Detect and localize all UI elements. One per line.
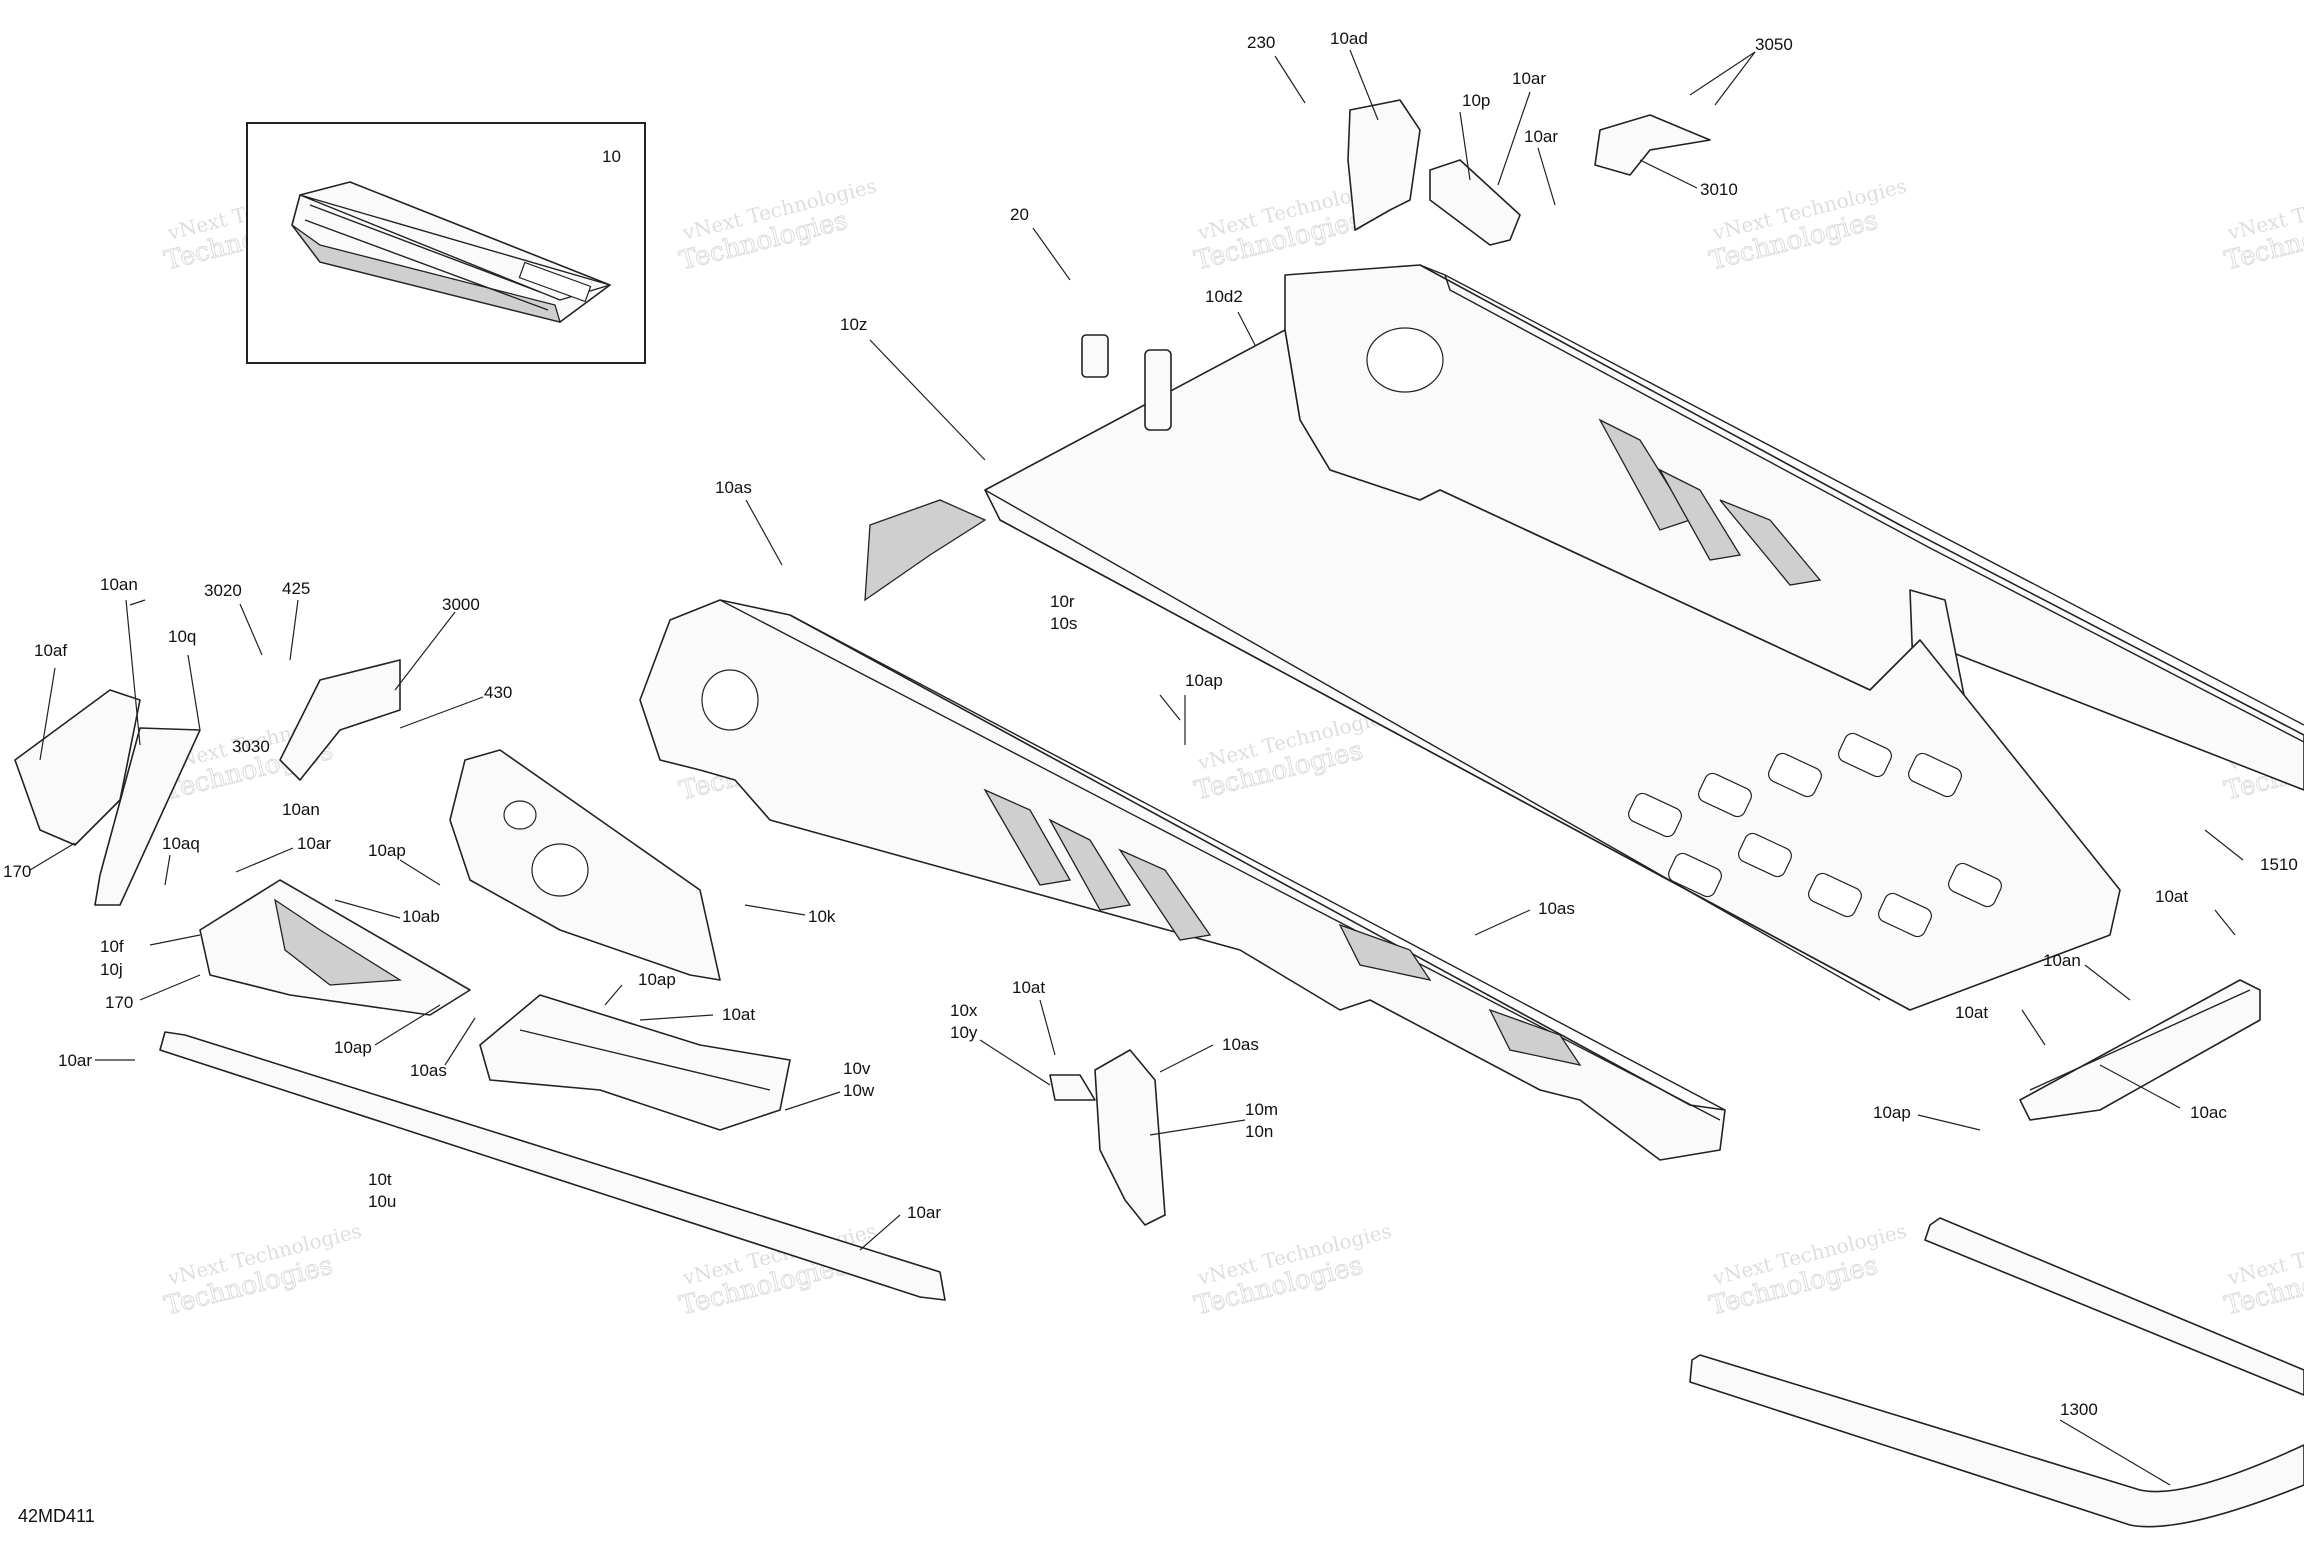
- callout: 10ab: [402, 907, 440, 926]
- callout: 10an: [2043, 951, 2081, 970]
- callout: 430: [484, 683, 512, 702]
- callout: 3020: [204, 581, 242, 600]
- callout: 3010: [1700, 180, 1738, 199]
- callout: 10ap: [1185, 671, 1223, 690]
- callout: 10r: [1050, 592, 1075, 611]
- part-bumper-rails: [1689, 1217, 2304, 1528]
- callout: 170: [3, 862, 31, 881]
- tunnel-cutouts: [1628, 732, 2002, 938]
- part-slide-rail-left: [159, 1031, 946, 1301]
- callout: 10af: [34, 641, 67, 660]
- callout: 10n: [1245, 1122, 1273, 1141]
- watermark: vNext Technologies Technologies: [2221, 174, 2304, 277]
- watermark: vNext Technologies Technologies: [161, 1219, 364, 1322]
- part-rear-bracket: [199, 879, 471, 1016]
- watermark: vNext Technologies Technologies: [1706, 1219, 1909, 1322]
- callout: 20: [1010, 205, 1029, 224]
- callout: 10ac: [2190, 1103, 2227, 1122]
- callout: 10at: [722, 1005, 755, 1024]
- callout: 10j: [100, 960, 123, 979]
- callout: 10an: [282, 800, 320, 819]
- callout: 3000: [442, 595, 480, 614]
- callout-labels: 230 10ad 10ar 3050 10p 10ar 3010 20 10z …: [3, 29, 2298, 1419]
- part-left-tunnel-side: [639, 599, 1726, 1161]
- callout: 10ap: [334, 1038, 372, 1057]
- callout: 10ar: [297, 834, 331, 853]
- callout: 10aq: [162, 834, 200, 853]
- callout: 10as: [1538, 899, 1575, 918]
- callout: 10ar: [1524, 127, 1558, 146]
- part-upper-bracket: [279, 659, 401, 781]
- callout: 10q: [168, 627, 196, 646]
- part-cross-brace: [479, 994, 791, 1131]
- callout: 10as: [1222, 1035, 1259, 1054]
- inset-label: 10: [602, 147, 621, 166]
- part-tunnel-top: [864, 329, 2121, 1011]
- callout: 10v: [843, 1059, 871, 1078]
- callout: 10s: [1050, 614, 1077, 633]
- callout: 10ad: [1330, 29, 1368, 48]
- callout: 425: [282, 579, 310, 598]
- callout: 10ap: [1873, 1103, 1911, 1122]
- callout: 10u: [368, 1192, 396, 1211]
- callout: 230: [1247, 33, 1275, 52]
- part-mount-bracket: [1049, 1049, 1166, 1226]
- callout: 10t: [368, 1170, 392, 1189]
- callout: 10x: [950, 1001, 978, 1020]
- diagram-code: 42MD411: [18, 1506, 95, 1526]
- callout: 10at: [1955, 1003, 1988, 1022]
- part-small-brackets: [1347, 99, 1711, 246]
- callout: 10ar: [1512, 69, 1546, 88]
- callout: 10an: [100, 575, 138, 594]
- watermark: vNext Technologies Technologies: [2221, 1219, 2304, 1322]
- callout: 10ar: [907, 1203, 941, 1222]
- part-front-bracket-left: [14, 689, 201, 906]
- callout: 10f: [100, 937, 124, 956]
- callout: 10ap: [368, 841, 406, 860]
- callout: 3050: [1755, 35, 1793, 54]
- callout: 3030: [232, 737, 270, 756]
- callout: 10at: [2155, 887, 2188, 906]
- callout: 10p: [1462, 91, 1490, 110]
- part-rear-cross-bracket: [2019, 979, 2261, 1121]
- callout: 1510: [2260, 855, 2298, 874]
- callout: 10at: [1012, 978, 1045, 997]
- callout: 10ar: [58, 1051, 92, 1070]
- callout: 10as: [410, 1061, 447, 1080]
- callout: 1300: [2060, 1400, 2098, 1419]
- callout: 10w: [843, 1081, 875, 1100]
- inset-assembly: 10: [246, 122, 646, 364]
- part-inner-plate: [449, 749, 721, 981]
- callout: 10m: [1245, 1100, 1278, 1119]
- callout: 170: [105, 993, 133, 1012]
- leader-lines: [29, 49, 2244, 1486]
- watermark: vNext Technologies Technologies: [1191, 1219, 1394, 1322]
- callout: 10as: [715, 478, 752, 497]
- callout: 10ap: [638, 970, 676, 989]
- watermark: vNext Technologies Technologies: [676, 174, 879, 277]
- callout: 10k: [808, 907, 836, 926]
- callout: 10y: [950, 1023, 978, 1042]
- callout: 10d2: [1205, 287, 1243, 306]
- callout: 10z: [840, 315, 867, 334]
